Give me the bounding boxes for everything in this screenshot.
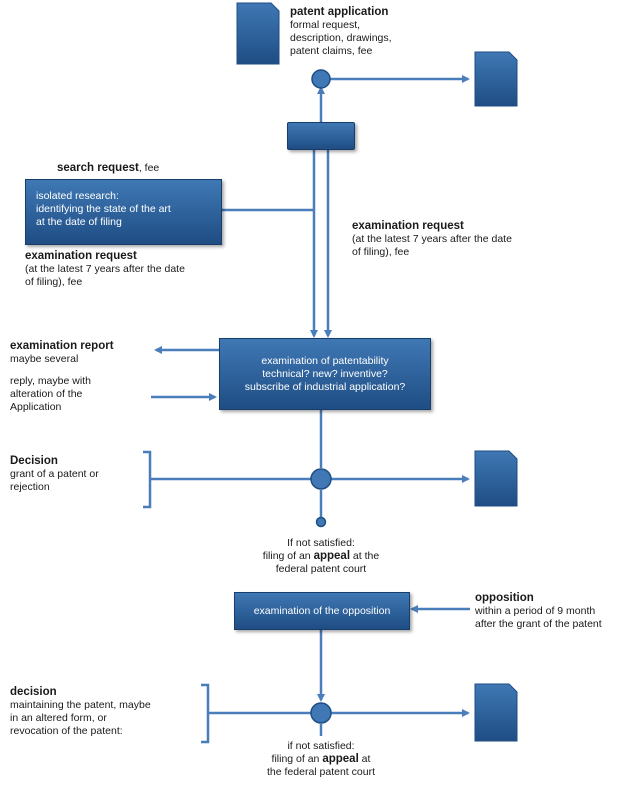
end-dot-1 [315, 516, 327, 528]
junction-circle-3 [310, 702, 332, 724]
junction-circle-2 [310, 468, 332, 490]
isolated-research-line: at the date of filing [36, 216, 122, 228]
reply-line: alteration of the [10, 388, 83, 400]
examination-request-left-detail: (at the latest 7 years after the date [25, 263, 185, 275]
decision-1-detail: rejection [10, 481, 50, 493]
decision-1-detail: grant of a patent or [10, 468, 99, 480]
decision-2-label: decision maintaining the patent, maybe i… [10, 686, 200, 738]
appeal-1-prefix: filing of an [262, 550, 314, 562]
decision-2-title: decision [10, 686, 57, 698]
bracket-decision-1 [143, 450, 152, 509]
document-icon [474, 450, 518, 507]
examination-box-line: technical? new? inventive? [262, 367, 388, 380]
appeal-2-line1: if not satisfied: [287, 740, 355, 752]
examination-report-label: examination report maybe several [10, 340, 160, 366]
patent-application-detail: formal request, [290, 19, 361, 31]
reply-line: Application [10, 401, 62, 413]
search-request-label: search request, fee [57, 162, 257, 175]
reply-label: reply, maybe with alteration of the Appl… [10, 375, 150, 414]
patent-application-title: patent application [290, 6, 389, 18]
appeal-1-suffix: at the [350, 550, 380, 562]
examination-request-right-title: examination request [352, 220, 464, 232]
patent-application-detail: patent claims, fee [290, 45, 373, 57]
opposition-box-label: examination of the opposition [253, 604, 391, 617]
opposition-label: opposition within a period of 9 month af… [475, 592, 640, 631]
appeal-2-prefix: filing of an [271, 753, 323, 765]
document-icon [236, 2, 280, 65]
opposition-detail: after the grant of the patent [475, 618, 602, 630]
opposition-detail: within a period of 9 month [475, 605, 596, 617]
isolated-research-box: isolated research: identifying the state… [25, 179, 222, 245]
junction-circle-1 [311, 69, 331, 89]
reply-line: reply, maybe with [10, 375, 91, 387]
decision-2-detail: in an altered form, or [10, 712, 107, 724]
appeal-2-keyword: appeal [322, 753, 359, 765]
decision-2-detail: maintaining the patent, maybe [10, 699, 151, 711]
appeal-1-label: If not satisfied: filing of an appeal at… [231, 537, 411, 576]
examination-box-line: examination of patentability [261, 354, 389, 367]
document-icon [474, 683, 518, 742]
appeal-2-label: if not satisfied: filing of an appeal at… [231, 740, 411, 779]
decision-2-detail: revocation of the patent: [10, 725, 123, 737]
search-request-suffix: , fee [138, 162, 160, 174]
appeal-1-line3: federal patent court [275, 563, 367, 575]
examination-report-title: examination report [10, 340, 114, 352]
examination-request-right-detail: (at the latest 7 years after the date [352, 233, 512, 245]
appeal-2-line3: the federal patent court [267, 766, 375, 778]
patent-application-detail: description, drawings, [290, 32, 392, 44]
bracket-decision-2 [201, 683, 210, 744]
search-request-title: search request [57, 162, 139, 174]
appeal-1-line1: If not satisfied: [287, 537, 355, 549]
examination-box-line: subscribe of industrial application? [244, 380, 406, 393]
document-icon [474, 51, 518, 107]
examination-of-opposition-box: examination of the opposition [234, 592, 410, 630]
decision-1-title: Decision [10, 455, 58, 467]
filing-office-box [287, 122, 355, 150]
examination-request-left-title: examination request [25, 250, 137, 262]
examination-request-left-detail: of filing), fee [25, 276, 83, 288]
patent-application-label: patent application formal request, descr… [290, 6, 440, 58]
opposition-title: opposition [475, 592, 534, 604]
appeal-2-suffix: at [358, 753, 371, 765]
isolated-research-line: identifying the state of the art [36, 203, 171, 215]
decision-1-label: Decision grant of a patent or rejection [10, 455, 140, 494]
appeal-1-keyword: appeal [313, 550, 351, 562]
examination-report-detail: maybe several [10, 353, 79, 365]
isolated-research-line: isolated research: [36, 190, 119, 202]
examination-of-patentability-box: examination of patentability technical? … [219, 338, 431, 410]
examination-request-left: examination request (at the latest 7 yea… [25, 250, 235, 289]
examination-request-right-detail: of filing), fee [352, 246, 410, 258]
examination-request-right: examination request (at the latest 7 yea… [352, 220, 572, 259]
